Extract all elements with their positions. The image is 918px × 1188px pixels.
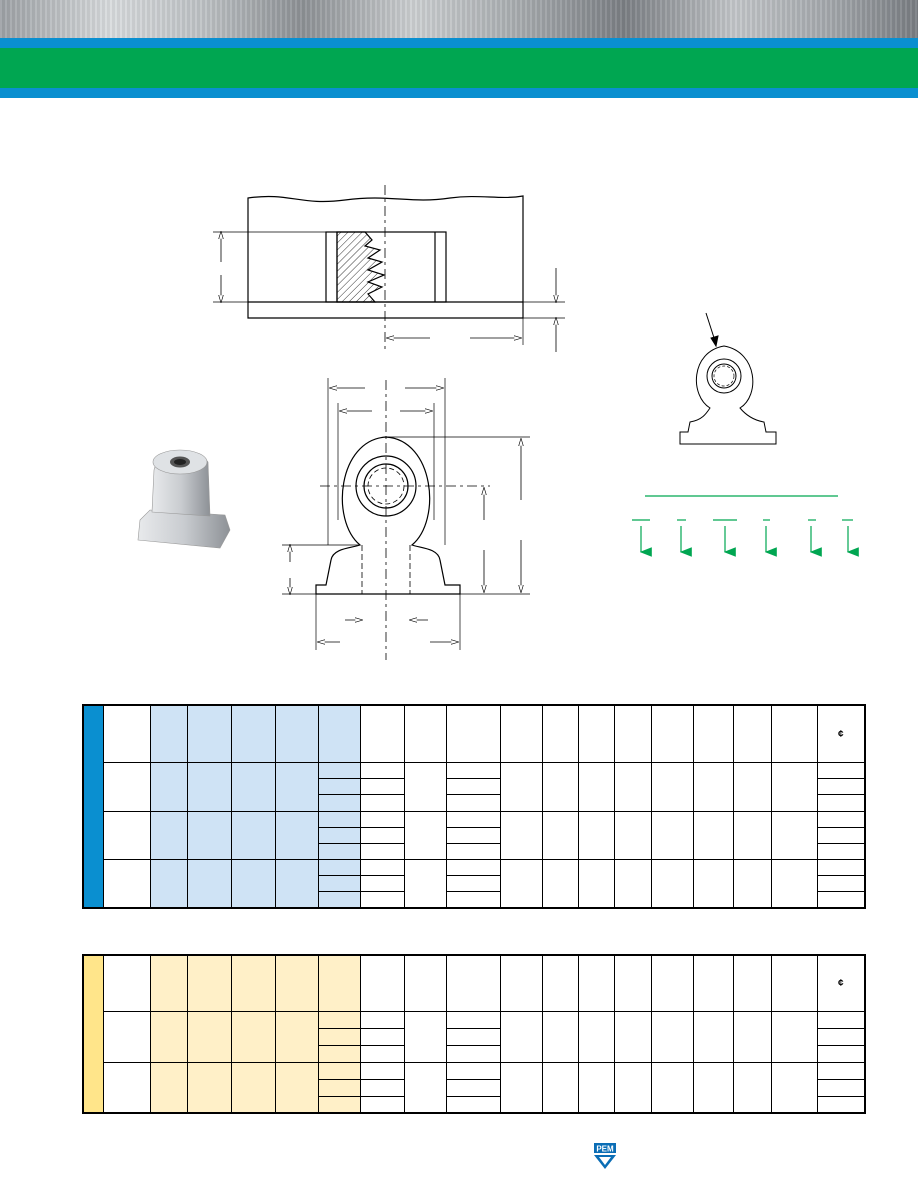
spec-table-1: ¢ — [82, 704, 866, 909]
table2-sidebar — [82, 954, 104, 1114]
pem-logo-icon: PEM — [594, 1143, 616, 1169]
pem-logo-text: PEM — [596, 1145, 614, 1154]
side-section-view — [213, 185, 565, 352]
header-metal-banner — [0, 0, 918, 38]
spec-table-2: ¢ — [82, 954, 866, 1114]
front-view — [282, 378, 530, 660]
technical-drawing — [213, 185, 859, 660]
table2-cent-symbol: ¢ — [816, 954, 866, 1012]
header-blue-stripe-bottom — [0, 88, 918, 98]
green-legend — [632, 495, 859, 557]
product-photo — [137, 449, 231, 549]
header-blue-stripe-top — [0, 38, 918, 48]
table1-cent-symbol: ¢ — [816, 704, 866, 764]
header-green-band — [0, 48, 918, 88]
table1-sidebar — [82, 704, 104, 909]
identification-view — [679, 312, 777, 445]
